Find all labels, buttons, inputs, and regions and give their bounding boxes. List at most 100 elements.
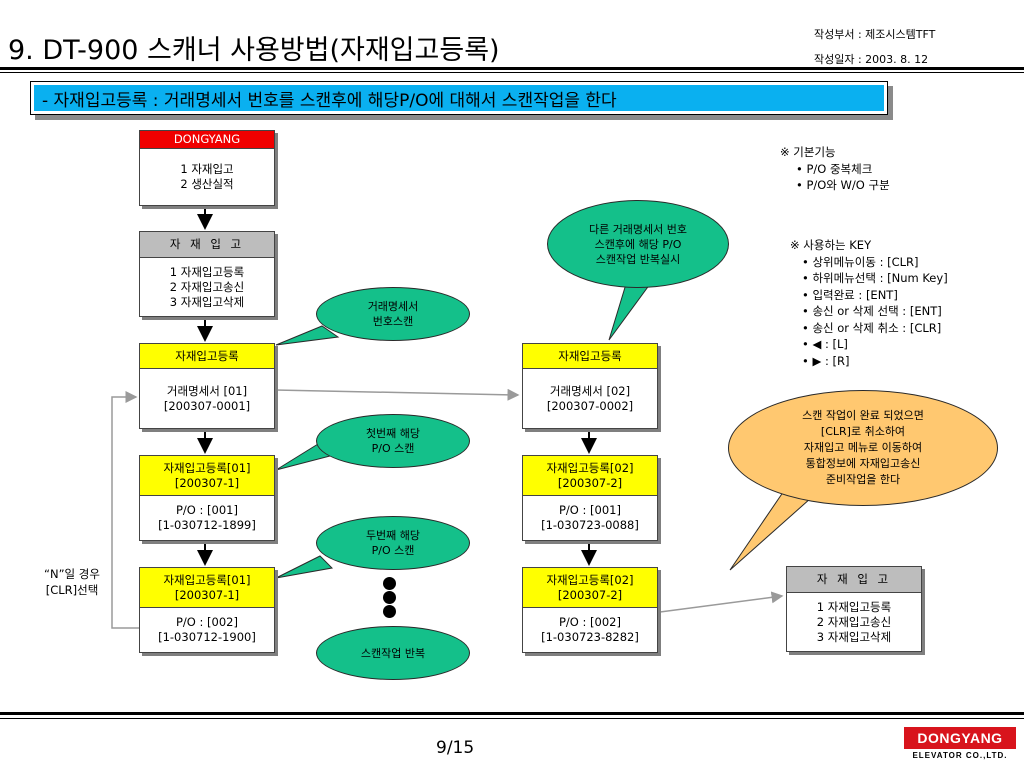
- bubble-second-po-line1: 두번째 해당: [365, 529, 421, 542]
- reg-a-invoice-number: [200307-0001]: [163, 398, 251, 413]
- reg-a-po1-po: P/O : [001]: [176, 503, 238, 517]
- notes-keys-heading: ※ 사용하는 KEY: [790, 238, 872, 252]
- bubble-first-po: 첫번째 해당 P/O 스캔: [316, 414, 470, 468]
- reg-a-po2-code: [200307-1]: [174, 587, 240, 602]
- bubble-finish-line2: [CLR]로 취소하여: [820, 425, 906, 438]
- bubble-other-invoice-line2: 스캔후에 해당 P/O: [594, 237, 682, 251]
- reg-b-invoice-number: [200307-0002]: [546, 398, 634, 413]
- reg-a-po2-box: 자재입고등록[01] [200307-1] P/O : [002] [1-030…: [139, 567, 275, 653]
- main-menu-body: 1 자재입고 2 생산실적: [140, 149, 274, 205]
- reg-b-po2-head: 자재입고등록[02] [200307-2]: [523, 568, 657, 608]
- loop-condition-line1: “N”일 경우: [44, 567, 100, 581]
- receiving-menu-head: 자 재 입 고: [140, 232, 274, 258]
- bubble-finish-line1: 스캔 작업이 완료 되었으면: [802, 409, 924, 422]
- bubble-repeat-line1: 스캔작업 반복: [360, 646, 426, 660]
- reg-b-po2-number: [1-030723-8282]: [541, 630, 639, 644]
- notes-keys-item-2: • 하위메뉴선택 : [Num Key]: [802, 271, 948, 285]
- reg-b-box: 자재입고등록 거래명세서 [02] [200307-0002]: [522, 343, 658, 429]
- bubble-finish: 스캔 작업이 완료 되었으면 [CLR]로 취소하여 자재입고 메뉴로 이동하여…: [728, 390, 998, 506]
- ellipsis-dot-2: [383, 591, 396, 604]
- reg-b-po1-box: 자재입고등록[02] [200307-2] P/O : [001] [1-030…: [522, 455, 658, 541]
- reg-a-po2-number: [1-030712-1900]: [158, 630, 256, 644]
- arrow-to-final-menu: [659, 591, 784, 613]
- loop-condition-line2: [CLR]선택: [45, 583, 99, 597]
- page-title: 9. DT-900 스캐너 사용방법(자재입고등록): [8, 35, 500, 66]
- ellipsis-dot-3: [383, 605, 396, 618]
- main-menu-item-1: 1 자재입고: [180, 162, 234, 176]
- reg-b-po2-box: 자재입고등록[02] [200307-2] P/O : [002] [1-030…: [522, 567, 658, 653]
- main-menu-item-2: 2 생산실적: [180, 177, 234, 191]
- reg-b-po2-po: P/O : [002]: [559, 615, 621, 629]
- reg-b-po1-po: P/O : [001]: [559, 503, 621, 517]
- reg-b-po2-title: 자재입고등록[02]: [546, 572, 634, 587]
- notes-keys-item-5: • 송신 or 삭제 취소 : [CLR]: [802, 320, 942, 335]
- reg-b-po1-body: P/O : [001] [1-030723-0088]: [523, 496, 657, 540]
- bubble-other-invoice-line3: 스캔작업 반복실시: [595, 252, 681, 266]
- company-logo-subtitle: ELEVATOR CO.,LTD.: [912, 751, 1008, 760]
- reg-b-po2-code: [200307-2]: [557, 587, 623, 602]
- reg-a-po1-head: 자재입고등록[01] [200307-1]: [140, 456, 274, 496]
- final-menu-item-3: 3 자재입고삭제: [816, 629, 892, 644]
- reg-b-po1-number: [1-030723-0088]: [541, 518, 639, 532]
- reg-b-po1-head: 자재입고등록[02] [200307-2]: [523, 456, 657, 496]
- notes-keys: ※ 사용하는 KEY • 상위메뉴이동 : [CLR] • 하위메뉴선택 : […: [790, 237, 948, 369]
- reg-a-head: 자재입고등록: [140, 344, 274, 369]
- receiving-menu-item-1: 1 자재입고등록: [169, 264, 245, 279]
- reg-a-po2-head: 자재입고등록[01] [200307-1]: [140, 568, 274, 608]
- bubble-finish-line4: 통합정보에 자재입고송신: [805, 457, 921, 470]
- main-menu-box: DONGYANG 1 자재입고 2 생산실적: [139, 130, 275, 206]
- loop-condition-label: “N”일 경우 [CLR]선택: [35, 566, 109, 598]
- bubble-second-po-line2: P/O 스캔: [371, 544, 415, 557]
- page-number: 9/15: [436, 738, 475, 758]
- bubble-finish-line3: 자재입고 메뉴로 이동하여: [803, 441, 923, 454]
- author-dept: 작성부서 : 제조시스템TFT: [814, 28, 936, 41]
- reg-b-invoice-label: 거래명세서 [02]: [549, 383, 631, 398]
- reg-a-po2-title: 자재입고등록[01]: [163, 572, 251, 587]
- bubble-first-po-line1: 첫번째 해당: [365, 427, 421, 440]
- reg-a-po1-box: 자재입고등록[01] [200307-1] P/O : [001] [1-030…: [139, 455, 275, 541]
- receiving-menu-box: 자 재 입 고 1 자재입고등록 2 자재입고송신 3 자재입고삭제: [139, 231, 275, 317]
- notes-keys-item-4: • 송신 or 삭제 선택 : [ENT]: [802, 304, 942, 318]
- reg-a-po2-body: P/O : [002] [1-030712-1900]: [140, 608, 274, 652]
- reg-a-po1-title: 자재입고등록[01]: [163, 460, 251, 475]
- final-menu-head: 자 재 입 고: [787, 567, 921, 593]
- author-date: 작성일자 : 2003. 8. 12: [814, 53, 929, 66]
- receiving-menu-item-2: 2 자재입고송신: [169, 279, 245, 294]
- reg-b-head: 자재입고등록: [523, 344, 657, 369]
- notes-keys-item-6: • ◀ : [L]: [802, 337, 848, 351]
- final-menu-item-1: 1 자재입고등록: [816, 599, 892, 614]
- callout-tail-other-invoice: [608, 283, 651, 341]
- final-menu-box: 자 재 입 고 1 자재입고등록 2 자재입고송신 3 자재입고삭제: [786, 566, 922, 652]
- reg-a-po1-number: [1-030712-1899]: [158, 518, 256, 532]
- bubble-scan-invoice: 거래명세서 번호스캔: [316, 287, 470, 341]
- bubble-finish-line5: 준비작업을 한다: [825, 473, 901, 486]
- callout-tail-scan-invoice: [275, 325, 340, 346]
- footer-rule-thick: [0, 712, 1024, 715]
- arrow-reg-a-to-reg-b: [274, 388, 520, 401]
- notes-basic-item-2: • P/O와 W/O 구분: [796, 178, 890, 192]
- reg-b-po1-code: [200307-2]: [557, 475, 623, 490]
- ellipsis-dot-1: [383, 577, 396, 590]
- notes-keys-item-1: • 상위메뉴이동 : [CLR]: [802, 254, 919, 269]
- notes-basic-item-1: • P/O 중복체크: [796, 161, 873, 176]
- bubble-repeat: 스캔작업 반복: [316, 626, 470, 680]
- reg-a-invoice-label: 거래명세서 [01]: [166, 383, 248, 398]
- footer-rule-thin: [0, 718, 1024, 719]
- reg-b-po2-body: P/O : [002] [1-030723-8282]: [523, 608, 657, 652]
- notes-basic: ※ 기본기능 • P/O 중복체크 • P/O와 W/O 구분: [780, 144, 890, 194]
- reg-b-po1-title: 자재입고등록[02]: [546, 460, 634, 475]
- notes-keys-item-7: • ▶ : [R]: [802, 353, 850, 368]
- description-banner: - 자재입고등록 : 거래명세서 번호를 스캔후에 해당P/O에 대해서 스캔작…: [30, 81, 888, 115]
- reg-a-po2-po: P/O : [002]: [176, 615, 238, 629]
- bubble-scan-invoice-line1: 거래명세서: [367, 300, 419, 313]
- main-menu-head: DONGYANG: [140, 131, 274, 149]
- bubble-other-invoice: 다른 거래명세서 번호 스캔후에 해당 P/O 스캔작업 반복실시: [547, 200, 729, 288]
- final-menu-body: 1 자재입고등록 2 자재입고송신 3 자재입고삭제: [787, 593, 921, 651]
- header-rule-thick: [0, 67, 1024, 70]
- notes-basic-heading: ※ 기본기능: [780, 145, 836, 159]
- reg-b-body: 거래명세서 [02] [200307-0002]: [523, 369, 657, 428]
- arrow-loop-back: [111, 391, 139, 629]
- header-rule-thin: [0, 72, 1024, 73]
- bubble-scan-invoice-line2: 번호스캔: [372, 315, 414, 328]
